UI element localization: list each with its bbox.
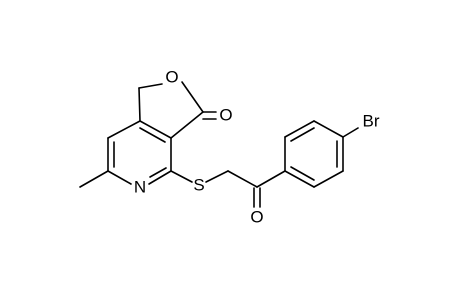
bond-ch2-o (138, 83, 163, 89)
bond-ar5-ar6 (313, 170, 344, 188)
ketone-oxygen-label: O (250, 207, 263, 226)
bond-c6-methyl (79, 170, 109, 188)
bond-o-c3 (181, 81, 204, 113)
bond-ar3-ar4 (313, 120, 344, 138)
bond-n-c4 (148, 170, 172, 185)
bond-s-ch2 (205, 170, 229, 183)
pyridine-nitrogen-label: N (134, 177, 146, 196)
bond-co-aryl (256, 170, 286, 188)
bond-ar2-ar3-inner (290, 127, 315, 142)
bond-c4-s (170, 170, 193, 183)
atom-labels: O O N S O Br (134, 67, 380, 226)
bromine-label: Br (363, 111, 380, 130)
bond-c3-c3a (170, 111, 204, 139)
bond-c7a-ch2 (138, 87, 141, 122)
bond-c6-n (107, 170, 132, 185)
bond-ar4-br (342, 127, 359, 138)
lactone-carbonyl-oxygen-label: O (219, 105, 232, 124)
sulfur-label: S (193, 175, 204, 194)
ring-oxygen-label: O (165, 67, 178, 86)
bond-c7a-c7 (107, 120, 141, 139)
bond-c3a-c7a (139, 120, 172, 139)
bond-c3a-c7a-inner (139, 127, 166, 143)
bond-ar6-ar1-inner (290, 166, 315, 181)
bond-ar2-ar3 (284, 120, 315, 138)
bond-n-c4-inner (149, 167, 167, 178)
bond-lines (79, 81, 359, 208)
bond-ar6-ar1 (284, 170, 315, 188)
bond-ch2-co (227, 170, 258, 188)
